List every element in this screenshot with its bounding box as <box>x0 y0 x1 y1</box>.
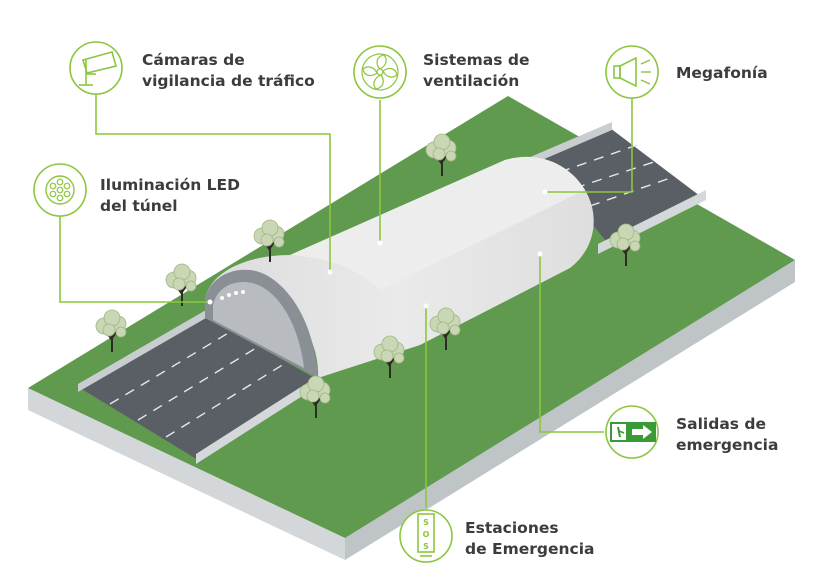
security-camera-icon <box>69 41 123 95</box>
leader-salidas <box>539 254 604 433</box>
ventilation-fan-icon <box>353 45 407 99</box>
leader-camaras <box>95 92 331 272</box>
label-sistemas-ventilacion: Sistemas de ventilación <box>423 50 529 92</box>
road-front-lane-3 <box>165 363 285 438</box>
road-back-lane-3 <box>589 175 677 207</box>
label-salidas-line-2: emergencia <box>676 436 779 454</box>
label-iluminacion-line-1: Iluminación LED <box>100 176 240 194</box>
tunnel-mouth-inner <box>213 281 304 368</box>
led-light-icon <box>33 163 87 217</box>
road-front <box>80 316 318 460</box>
leader-lines <box>59 92 633 508</box>
rail-front-left <box>78 310 206 392</box>
label-camaras-line-1: Cámaras de <box>142 51 245 69</box>
sos-letter-2: O <box>423 530 430 539</box>
label-megafonia-line-1: Megafonía <box>676 64 768 82</box>
sos-letter-3: S <box>423 542 429 551</box>
leader-megafonia <box>545 96 633 193</box>
label-iluminacion-line-2: del túnel <box>100 197 178 215</box>
label-salidas-emergencia: Salidas de emergencia <box>676 414 778 456</box>
label-megafonia: Megafonía <box>676 63 768 84</box>
sos-station-icon: S O S <box>399 509 453 563</box>
label-estaciones-line-2: de Emergencia <box>465 540 595 558</box>
rail-back-left <box>528 122 612 166</box>
tree <box>425 133 457 176</box>
leader-iluminacion <box>59 212 210 303</box>
emergency-exit-sign-icon <box>605 405 659 459</box>
tree <box>299 375 331 418</box>
label-iluminacion-led: Iluminación LED del túnel <box>100 175 240 217</box>
tree <box>165 263 197 306</box>
megaphone-icon <box>605 45 659 99</box>
tree <box>373 335 405 378</box>
rail-front-right <box>196 376 318 464</box>
tunnel-top-shade <box>290 156 585 290</box>
tree <box>95 309 127 352</box>
road-front-lane-2 <box>137 347 257 421</box>
label-ventilacion-line-1: Sistemas de <box>423 51 530 69</box>
label-camaras-line-2: vigilancia de tráfico <box>142 72 315 90</box>
road-back-lane-1 <box>559 143 641 173</box>
sos-letter-1: S <box>423 518 429 527</box>
label-ventilacion-line-2: ventilación <box>423 72 520 90</box>
label-estaciones-line-1: Estaciones <box>465 519 559 537</box>
label-estaciones-emergencia: Estaciones de Emergencia <box>465 518 595 560</box>
tree <box>609 223 641 266</box>
road-front-lane-1 <box>109 331 231 405</box>
label-salidas-line-1: Salidas de <box>676 415 767 433</box>
ground-side-left <box>28 388 345 560</box>
label-camaras-vigilancia: Cámaras de vigilancia de tráfico <box>142 50 315 92</box>
road-back-lane-2 <box>574 159 661 189</box>
leader-dots <box>207 189 548 309</box>
trees <box>95 133 641 418</box>
ground-side-right <box>345 260 795 560</box>
tree <box>429 307 461 350</box>
tree <box>253 219 285 262</box>
led-strip <box>220 290 245 300</box>
